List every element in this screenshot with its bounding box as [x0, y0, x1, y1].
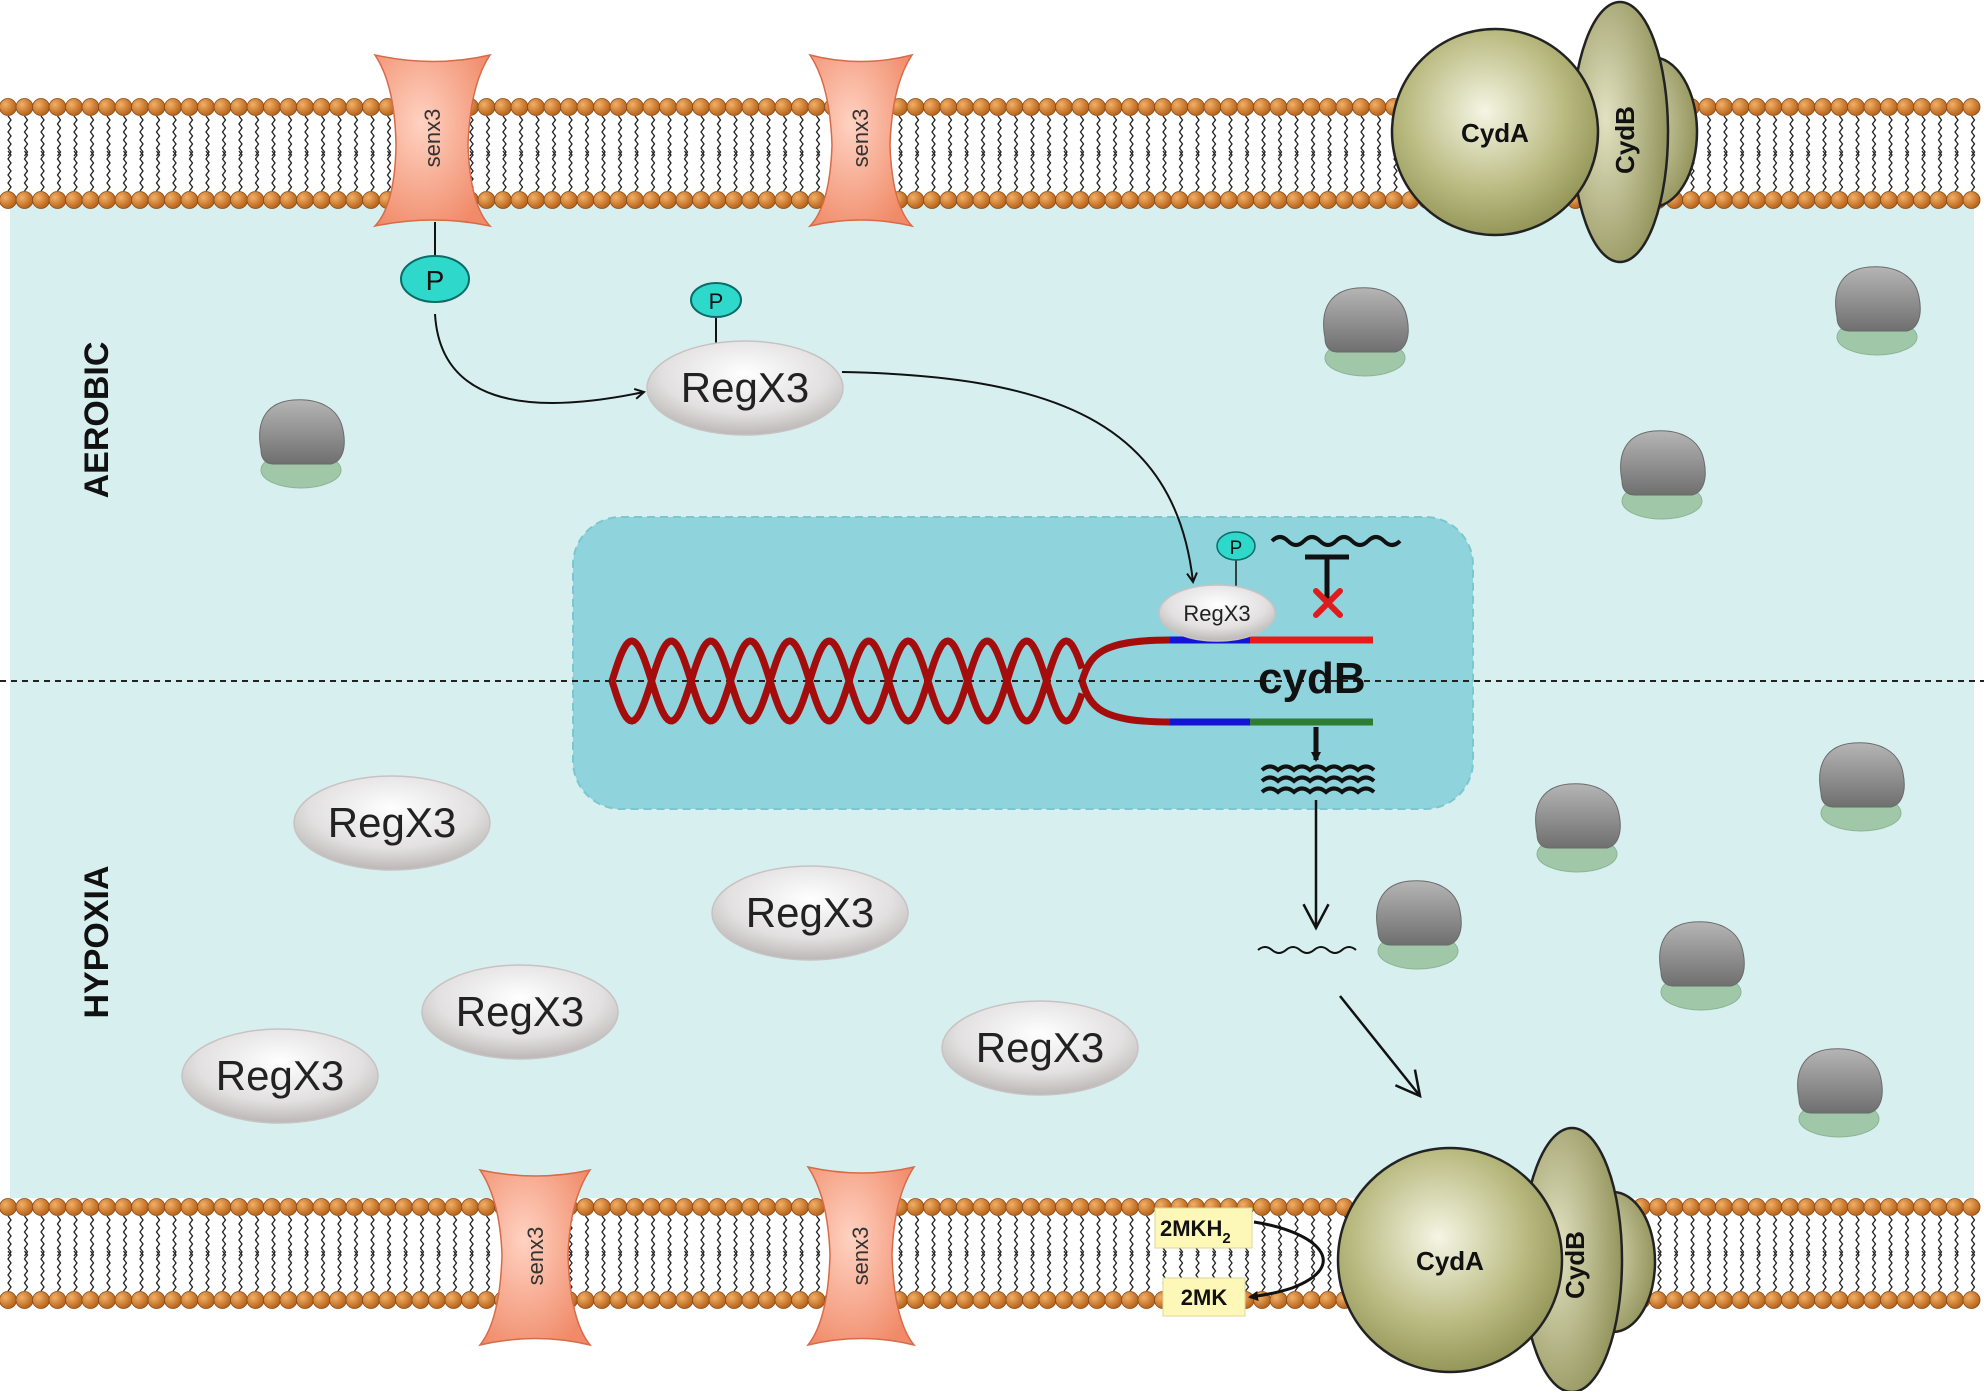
translation-arrow — [1339, 995, 1422, 1099]
senx3-top-left: senx3 — [372, 53, 493, 228]
regx3-label: RegX3 — [216, 1052, 344, 1099]
repressed-transcription — [1270, 535, 1402, 618]
phosphate-icon: P — [1216, 531, 1256, 561]
ribosome-icon — [1835, 266, 1921, 356]
regx3-free: RegX3 — [181, 1028, 379, 1124]
ribosome-icon — [259, 399, 345, 489]
regx3-free: RegX3 — [941, 1000, 1139, 1096]
cyda-label: CydA — [1416, 1246, 1484, 1276]
ribosome-icon — [1376, 880, 1462, 970]
mkh2-label: 2MKH2 — [1160, 1216, 1231, 1247]
regx3-label: RegX3 — [328, 799, 456, 846]
cydb-label: CydB — [1610, 106, 1640, 174]
hypoxia-label: HYPOXIA — [78, 865, 116, 1018]
cyda-subunit — [1390, 27, 1600, 237]
ribosome-icon — [1797, 1048, 1883, 1138]
senx3-label: senx3 — [523, 1227, 548, 1286]
ribosome-icon — [1323, 287, 1409, 377]
phosphate-label: P — [426, 265, 445, 296]
cyda-subunit — [1336, 1146, 1564, 1374]
cyda-label: CydA — [1461, 118, 1529, 148]
cydb-label: CydB — [1560, 1231, 1590, 1299]
phosphate-label: P — [1230, 538, 1243, 559]
senx3-label: senx3 — [848, 109, 873, 168]
inner-membrane-bottom — [0, 1198, 1981, 1309]
regx3-label: RegX3 — [1183, 601, 1250, 626]
active-transcription — [1260, 727, 1376, 795]
mk-label: 2MK — [1181, 1285, 1228, 1310]
regx3-label: RegX3 — [976, 1024, 1104, 1071]
ribosome-icon — [1659, 921, 1745, 1011]
regx3-label: RegX3 — [746, 889, 874, 936]
regx3-phosphorylated: RegX3 — [646, 340, 844, 436]
ribosome-icon — [1620, 430, 1706, 520]
senx3-top-right: senx3 — [807, 53, 915, 228]
regx3-free: RegX3 — [293, 775, 491, 871]
senx3-bottom-right: senx3 — [806, 1165, 916, 1347]
regx3-free: RegX3 — [421, 964, 619, 1060]
regx3-bound-promoter: RegX3 — [1158, 584, 1276, 642]
blocked-x-icon — [1313, 588, 1343, 618]
senx3-label: senx3 — [420, 109, 445, 168]
aerobic-label: AEROBIC — [78, 342, 116, 499]
phosphate-icon: P — [400, 255, 470, 303]
regx3-label: RegX3 — [456, 988, 584, 1035]
ribosome-icon — [1535, 783, 1621, 873]
electron-transfer-arrow — [1248, 1220, 1325, 1301]
ribosome-icon — [1819, 742, 1905, 832]
phosphate-icon: P — [690, 282, 742, 318]
dna-helix-icon — [608, 636, 1373, 726]
regx3-binding-arrow — [841, 371, 1193, 582]
cytochrome-bd-bottom: CydA CydB — [1336, 1126, 1657, 1394]
mrna-icon — [1260, 764, 1376, 795]
mrna-icon — [1270, 535, 1402, 547]
regx3-free: RegX3 — [711, 865, 909, 961]
mkh2-box — [1154, 1207, 1253, 1249]
senx3-label: senx3 — [848, 1227, 873, 1286]
cytochrome-bd-top: CydA CydB — [1390, 0, 1699, 264]
phosphate-label: P — [709, 289, 724, 314]
senx3-bottom-left: senx3 — [478, 1168, 592, 1347]
menaquinone-cycle: 2MKH2 2MK — [1154, 1207, 1325, 1317]
cydb-gene-label: cydB — [1258, 654, 1366, 703]
mrna-icon — [1257, 946, 1357, 954]
phosphotransfer-arrow — [434, 313, 644, 404]
ribosomes — [259, 266, 1921, 1138]
mk-box — [1162, 1277, 1246, 1317]
regx3-label: RegX3 — [681, 364, 809, 411]
